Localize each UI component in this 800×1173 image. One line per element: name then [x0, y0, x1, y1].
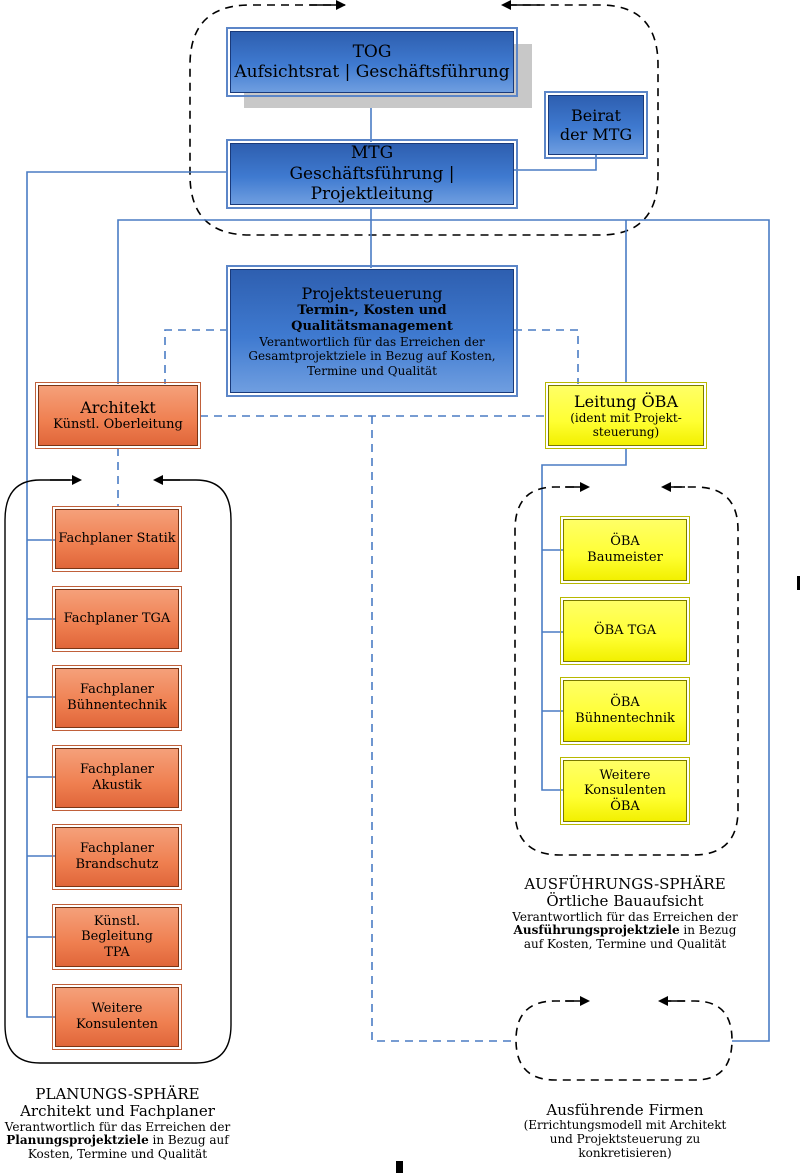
oeba-box-line1: Weitere	[599, 767, 651, 783]
oeba-cycle-group	[514, 486, 739, 856]
ausfuehrung-caption-desc3: auf Kosten, Termine und Qualität	[523, 937, 727, 952]
planung-caption: PLANUNGS-SPHÄRE Architekt und Fachplaner…	[0, 1085, 235, 1162]
oeba-box-line1: ÖBA TGA	[593, 623, 657, 639]
ausfuehrung-caption-title: AUSFÜHRUNGS-SPHÄRE	[524, 875, 726, 893]
oeba-box-konsulenten: Weitere Konsulenten ÖBA	[560, 757, 690, 825]
planung-box-line1: Fachplaner Akustik	[79, 762, 155, 793]
planung-box-konsulenten: Weitere Konsulenten	[52, 984, 182, 1050]
mtg-subtitle: Geschäftsführung | Projektleitung	[289, 163, 455, 205]
tog-box: TOG Aufsichtsrat | Geschäftsführung	[226, 27, 518, 97]
oeba-box-line1: ÖBA Bühnentechnik	[575, 695, 675, 726]
planung-cycle-group	[4, 479, 232, 1064]
oeba-box-buehnentechnik: ÖBA Bühnentechnik	[560, 677, 690, 745]
planung-box-line1: Fachplaner	[79, 841, 155, 857]
projektsteuerung-bold1: Termin-, Kosten und	[297, 302, 447, 318]
tog-subtitle: Aufsichtsrat | Geschäftsführung	[234, 62, 510, 82]
oeba-box-line1: ÖBA	[610, 534, 640, 550]
planung-box-line1: Weitere	[91, 1001, 143, 1017]
planung-box-line2: Konsulenten	[75, 1017, 159, 1032]
top-cycle-group	[189, 4, 659, 236]
planung-caption-title: PLANUNGS-SPHÄRE	[35, 1085, 200, 1103]
leitung-oeba-title: Leitung ÖBA	[573, 391, 678, 411]
planung-box-tpa: Künstl. Begleitung TPA	[52, 904, 182, 970]
planung-caption-bold: Planungsprojektziele	[6, 1133, 149, 1148]
architekt-subtitle: Künstl. Oberleitung	[53, 417, 183, 433]
planung-box-statik: Fachplaner Statik	[52, 506, 182, 572]
firmen-caption: Ausführende Firmen (Errichtungsmodell mi…	[500, 1101, 750, 1161]
ausfuehrung-caption-post: in Bezug	[679, 923, 737, 938]
beirat-box: Beirat der MTG	[544, 91, 648, 159]
ausfuehrung-caption-desc2: Ausführungsprojektziele in Bezug	[480, 923, 770, 938]
tog-title: TOG	[352, 41, 392, 62]
planung-caption-desc1: Verantwortlich für das Erreichen der	[4, 1119, 231, 1134]
planung-caption-desc3: Kosten, Termine und Qualität	[27, 1147, 208, 1162]
edge-mark	[396, 1161, 403, 1173]
firmen-caption-line3: konkretisieren)	[578, 1145, 672, 1160]
planung-box-akustik: Fachplaner Akustik	[52, 745, 182, 811]
planung-caption-desc2: Planungsprojektziele in Bezug auf	[0, 1133, 235, 1148]
firmen-caption-title: Ausführende Firmen	[546, 1101, 704, 1119]
firmen-caption-line2: und Projektsteuerung zu	[549, 1132, 701, 1147]
architekt-title: Architekt	[80, 398, 156, 418]
planung-box-line1: Fachplaner TGA	[63, 611, 171, 627]
leitung-oeba-sub1: (ident mit Projekt-	[570, 410, 682, 425]
ausfuehrung-caption-subtitle: Örtliche Bauaufsicht	[546, 892, 704, 911]
ausfuehrung-caption-desc1: Verantwortlich für das Erreichen der	[512, 909, 738, 924]
oeba-box-line2: Baumeister	[587, 550, 663, 565]
oeba-box-tga: ÖBA TGA	[560, 597, 690, 665]
planung-box-line1: Künstl. Begleitung	[81, 913, 153, 945]
planung-box-line2: TPA	[104, 944, 130, 960]
planung-box-line1: Fachplaner Statik	[58, 531, 176, 547]
leitung-oeba-box: Leitung ÖBA (ident mit Projekt- steuerun…	[545, 382, 707, 449]
firmen-cycle-group	[515, 1000, 733, 1081]
planung-caption-subtitle: Architekt und Fachplaner	[20, 1102, 215, 1121]
edge-mark-right	[797, 576, 800, 590]
planung-box-line2: Brandschutz	[75, 857, 159, 872]
ausfuehrung-caption-bold: Ausführungsprojektziele	[513, 923, 680, 938]
mtg-box: MTG Geschäftsführung | Projektleitung	[226, 139, 518, 209]
planung-box-tga: Fachplaner TGA	[52, 586, 182, 652]
projektsteuerung-title: Projektsteuerung	[301, 283, 443, 303]
planung-box-buehnentechnik: Fachplaner Bühnentechnik	[52, 665, 182, 731]
planung-box-brandschutz: Fachplaner Brandschutz	[52, 824, 182, 890]
ausfuehrung-caption: AUSFÜHRUNGS-SPHÄRE Örtliche Bauaufsicht …	[480, 875, 770, 952]
projektsteuerung-bold2: Qualitätsmanagement	[291, 318, 453, 334]
planung-box-line2: Bühnentechnik	[67, 698, 167, 713]
oeba-box-baumeister: ÖBA Baumeister	[560, 516, 690, 584]
projektsteuerung-desc: Verantwortlich für das Erreichen der Ges…	[248, 335, 496, 378]
planung-caption-post: in Bezug auf	[148, 1133, 229, 1148]
beirat-title: Beirat	[571, 105, 621, 125]
beirat-subtitle: der MTG	[559, 125, 633, 144]
mtg-title: MTG	[350, 143, 394, 164]
leitung-oeba-sub2: steuerung)	[592, 425, 660, 440]
firmen-caption-line1: (Errichtungsmodell mit Architekt	[523, 1118, 727, 1133]
oeba-box-line2: Konsulenten	[583, 783, 667, 799]
projektsteuerung-box: Projektsteuerung Termin-, Kosten und Qua…	[226, 265, 518, 397]
oeba-box-line3: ÖBA	[610, 798, 640, 814]
architekt-box: Architekt Künstl. Oberleitung	[35, 382, 201, 449]
planung-box-line1: Fachplaner	[79, 682, 155, 698]
